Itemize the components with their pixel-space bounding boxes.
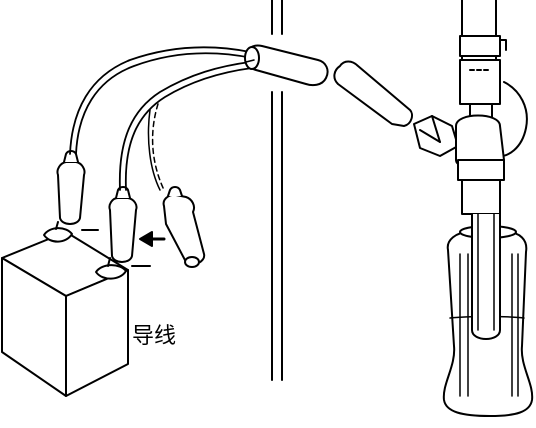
lead-wires (69, 46, 253, 191)
stand-rod (271, 0, 283, 381)
valve-connector (413, 115, 459, 157)
terminal-clip-right (95, 257, 151, 280)
battery-box (1, 231, 129, 397)
plug-right (108, 186, 138, 263)
rubber-tube (244, 44, 329, 87)
gas-tube (455, 0, 528, 215)
flask (442, 213, 534, 417)
arrow-pointer (139, 231, 166, 247)
terminal-clip-left (43, 221, 99, 243)
wire-label: 导线 (132, 324, 177, 349)
ghost-plug (147, 103, 206, 268)
rubber-tube-2 (333, 60, 413, 127)
plug-left (56, 150, 86, 225)
